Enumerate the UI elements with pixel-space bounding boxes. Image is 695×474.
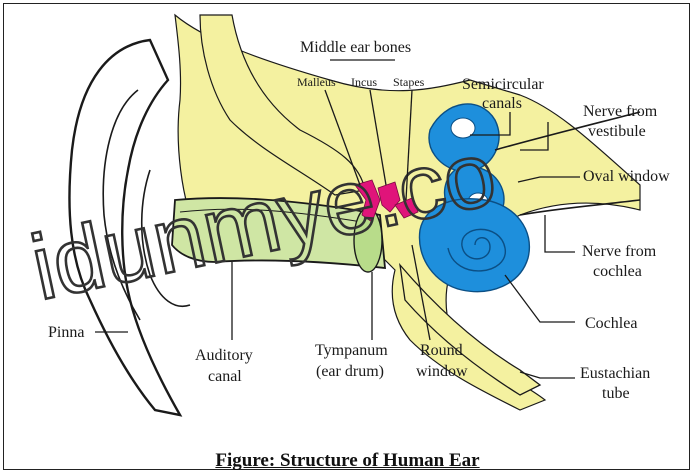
label-pinna: Pinna [48,324,84,341]
leader-cochlea [505,275,575,322]
label-semicircular-1: Semicircular [462,76,544,93]
label-round-2: window [416,363,468,380]
label-round-1: Round [420,342,463,359]
label-nerve-cochlea-1: Nerve from [582,243,657,260]
label-nerve-cochlea-2: cochlea [593,263,642,280]
label-oval-window: Oval window [583,168,670,185]
label-stapes: Stapes [393,75,425,89]
label-tympanum-2: (ear drum) [316,363,384,380]
label-semicircular-2: canals [482,95,522,112]
label-auditory-2: canal [208,368,242,385]
leader-nerve-cochlea [545,215,575,252]
label-nerve-vestibule-1: Nerve from [583,103,658,120]
figure-caption: Figure: Structure of Human Ear [0,450,695,472]
label-eustachian-2: tube [602,385,630,402]
label-cochlea: Cochlea [585,315,637,332]
label-middle-ear-bones: Middle ear bones [300,39,411,56]
label-nerve-vestibule-2: vestibule [588,123,646,140]
label-tympanum-1: Tympanum [315,342,388,359]
label-incus: Incus [351,75,377,89]
label-auditory-1: Auditory [195,347,253,364]
label-eustachian-1: Eustachian [580,365,650,382]
label-malleus: Malleus [297,75,336,89]
